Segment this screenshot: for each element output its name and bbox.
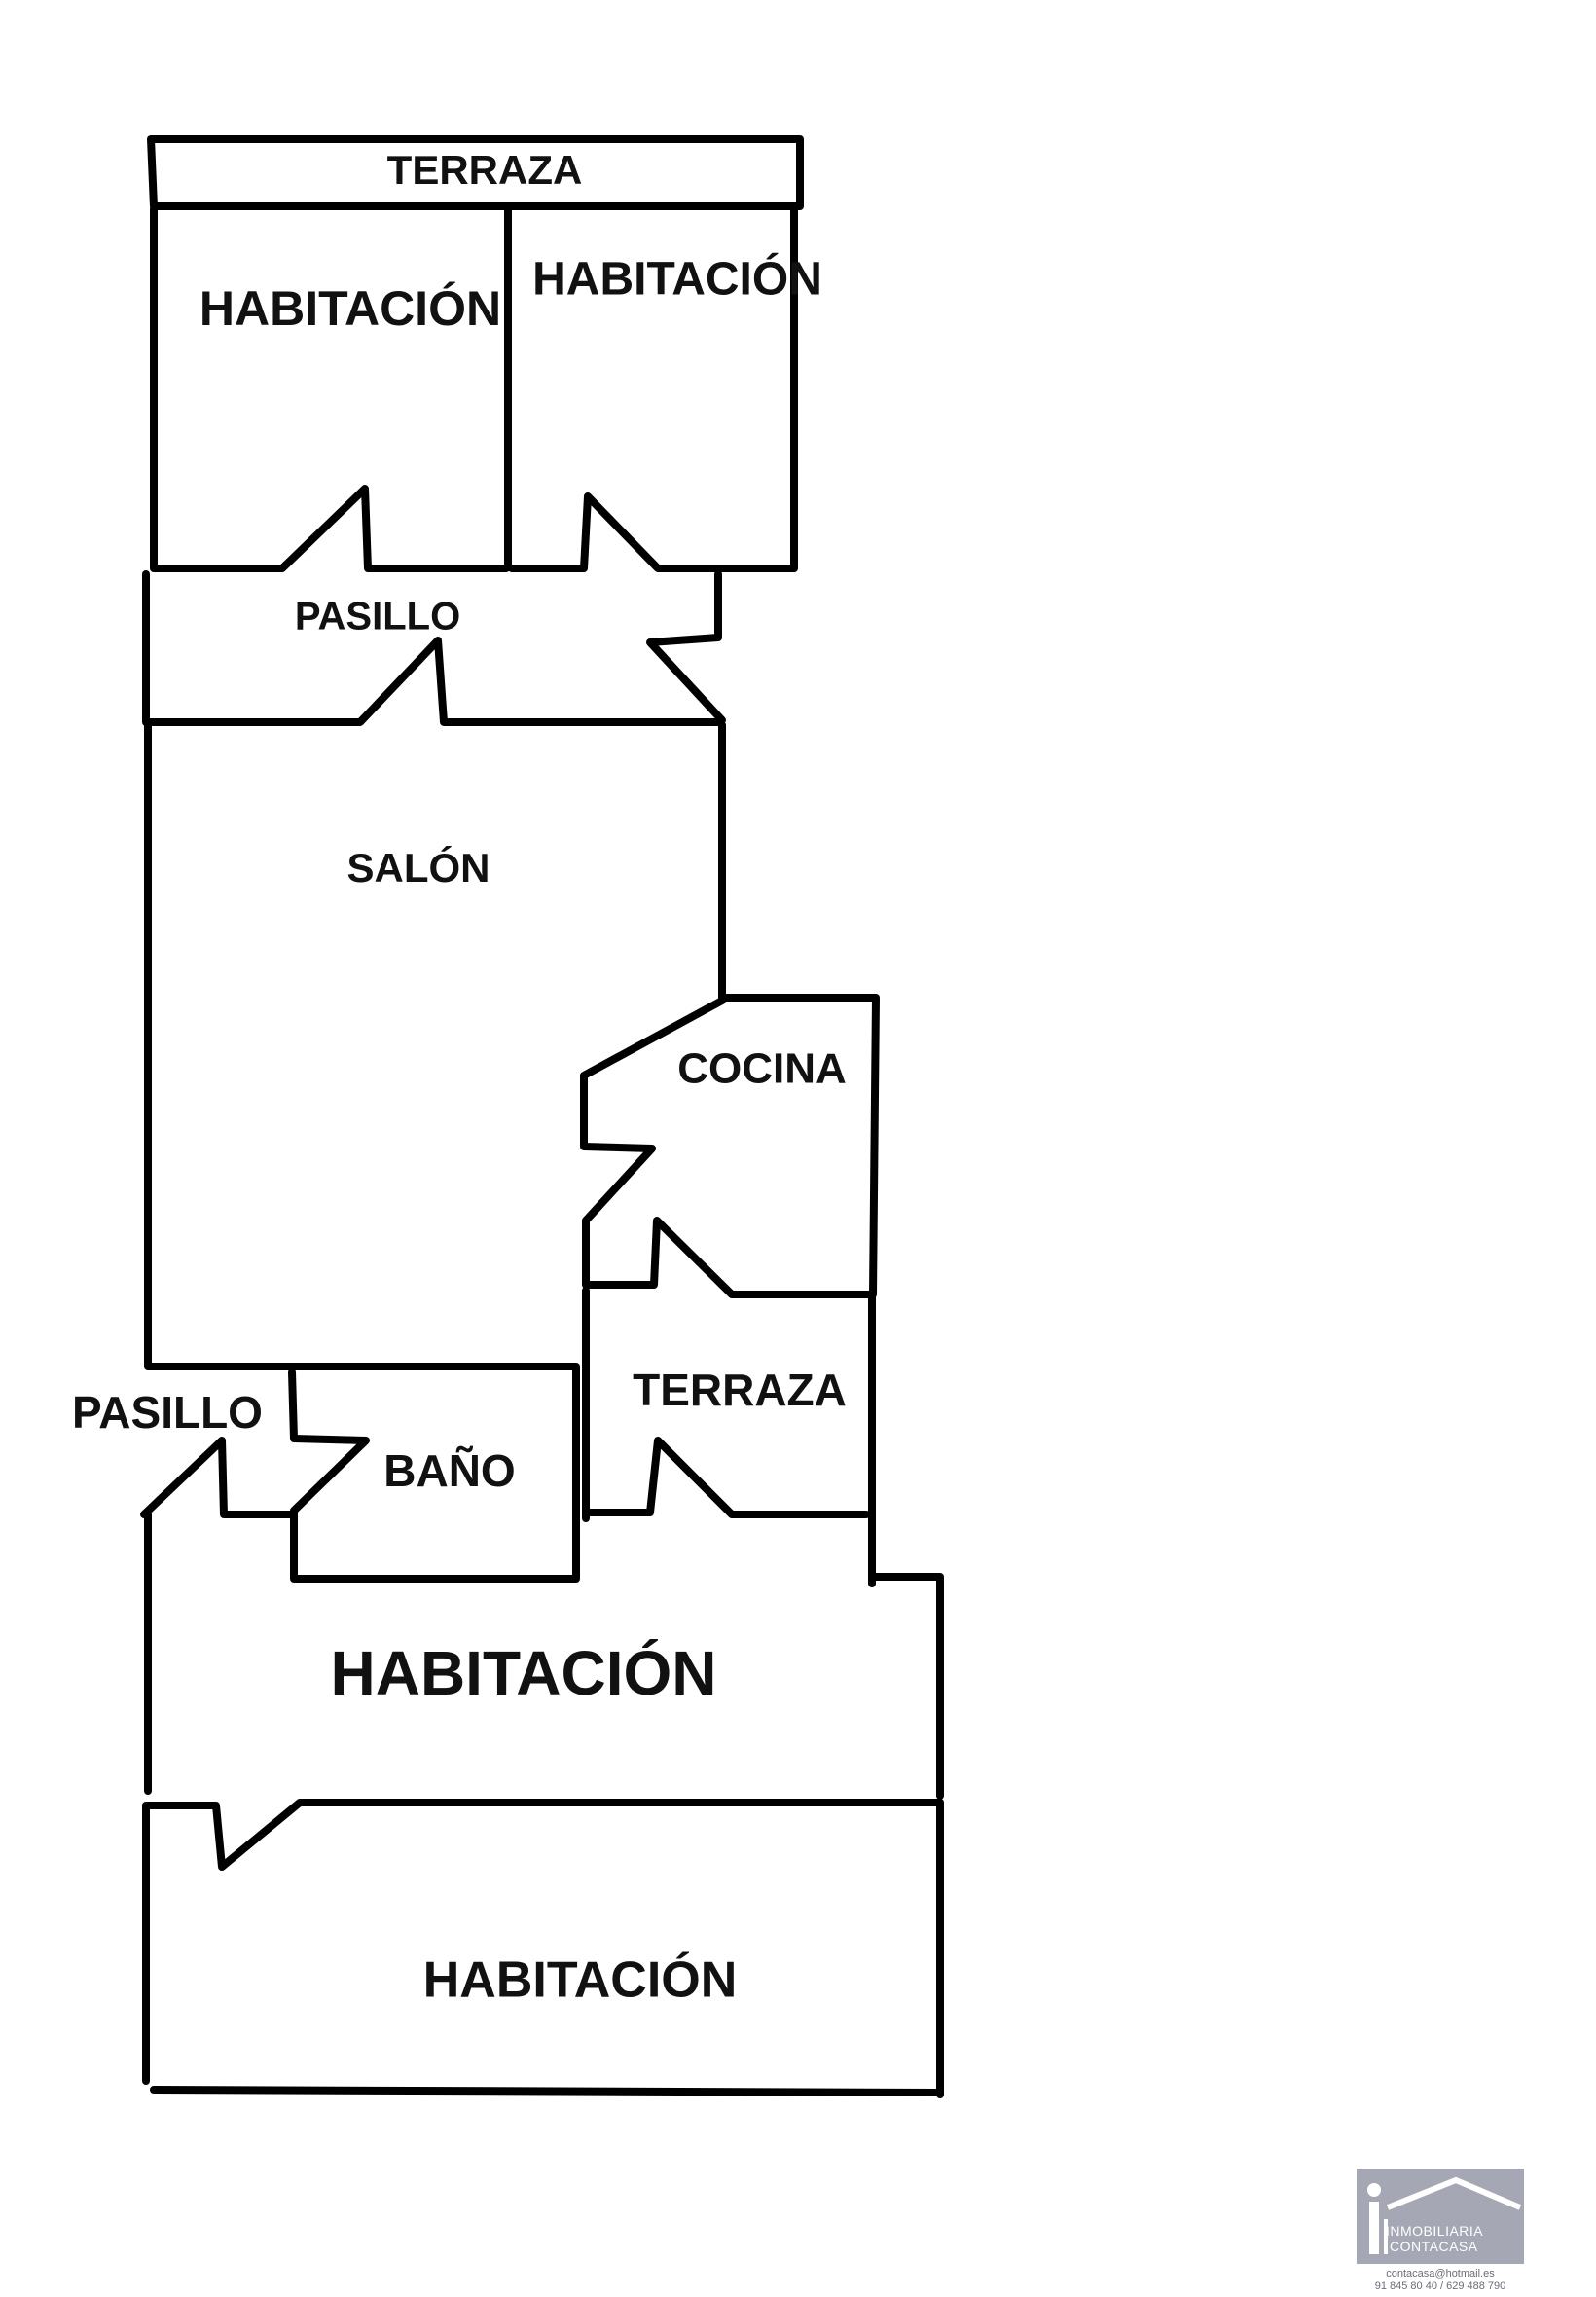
logo-line-1: INMOBILIARIA <box>1386 2223 1484 2239</box>
contact-email: contacasa@hotmail.es <box>1386 2268 1495 2279</box>
wall-bano-left <box>288 1368 580 1583</box>
wall-pasillo-lower-door <box>140 1437 294 1518</box>
brand-logo: INMOBILIARIA CONTACASA <box>1357 2169 1524 2264</box>
wall-pasillo-upper-bottom <box>144 637 724 726</box>
wall-habitacion-large-right <box>868 1573 944 1800</box>
label-cocina: COCINA <box>677 1045 847 1093</box>
logo-line-2: CONTACASA <box>1390 2239 1478 2254</box>
label-habitacion-bottom: HABITACIÓN <box>423 1952 738 2009</box>
wall-pasillo-upper-right <box>646 570 726 724</box>
wall-terraza-top <box>147 135 804 210</box>
wall-habitacion-top-left-bottom <box>150 485 510 572</box>
wall-habitacion-top-right-bottom <box>508 492 798 572</box>
label-bano: BAÑO <box>383 1445 515 1496</box>
label-habitacion-large: HABITACIÓN <box>331 1638 717 1708</box>
room-labels: TERRAZA HABITACIÓN HABITACIÓN PASILLO SA… <box>72 147 847 2009</box>
wall-habitacion-bottom-floor <box>150 2086 940 2096</box>
house-icon <box>1367 2176 1522 2254</box>
label-pasillo-upper: PASILLO <box>295 596 460 638</box>
label-habitacion-top-left: HABITACIÓN <box>200 281 501 336</box>
label-terraza-mid: TERRAZA <box>633 1365 847 1415</box>
walls <box>140 135 944 2098</box>
wall-habitacion-bottom-top <box>144 1799 944 1871</box>
contact-phones: 91 845 80 40 / 629 488 790 <box>1374 2280 1506 2292</box>
wall-terraza-mid-bottom <box>582 1437 870 1518</box>
wall-bano-top <box>144 1363 580 1581</box>
wall-cocina <box>580 994 880 1298</box>
label-terraza-top: TERRAZA <box>387 147 583 193</box>
label-pasillo-lower: PASILLO <box>72 1387 263 1438</box>
label-salon: SALÓN <box>347 844 490 891</box>
label-habitacion-top-right: HABITACIÓN <box>532 252 822 306</box>
